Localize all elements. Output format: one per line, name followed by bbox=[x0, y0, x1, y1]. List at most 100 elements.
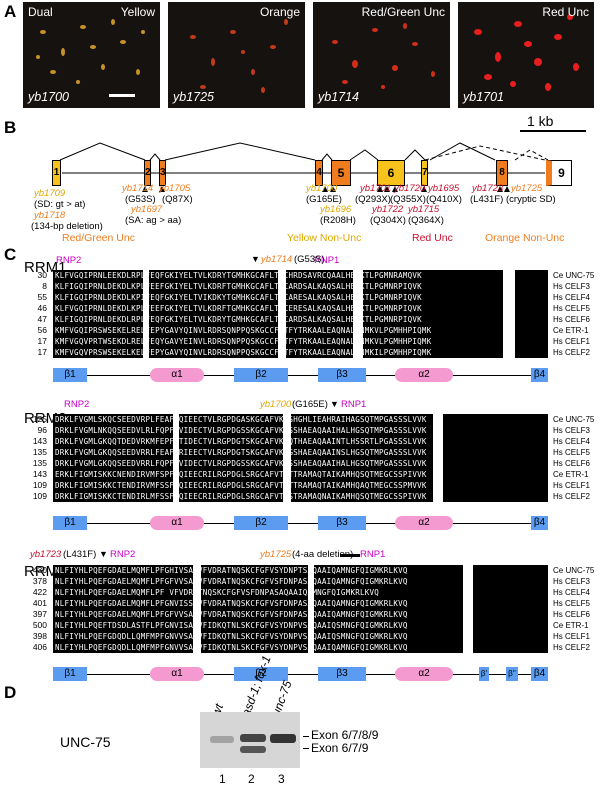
alignment-gap bbox=[193, 598, 201, 609]
sequence-block: KLFIGQIPRNLDEKDLKPLFEEFGKIYELTVLKDRFTGMH… bbox=[53, 281, 548, 292]
exon-5: 5 bbox=[331, 160, 351, 186]
alignment-gap bbox=[283, 447, 291, 458]
mutation-yb1695: yb1695 bbox=[428, 183, 460, 194]
rrm3-ss-line bbox=[53, 674, 548, 675]
mutation-yb1714-desc: (G53S) bbox=[125, 194, 156, 205]
sequence-text: KLFIGQIPRNLDEKDLKPIFEQFGKIYELTVIKDKYTGMH… bbox=[55, 293, 422, 302]
micrograph-label-orange: Orange bbox=[259, 5, 300, 19]
residue-number: 500 bbox=[32, 620, 47, 630]
alignment-gap bbox=[173, 491, 179, 502]
residue-number: 378 bbox=[32, 576, 47, 586]
mutation-yb1701: yb1701 bbox=[360, 183, 392, 194]
rrm1-mutation-marker: ▼ bbox=[251, 254, 260, 264]
panel-letter-d: D bbox=[4, 683, 17, 702]
sequence-block: DRKLFVGMLGKQQTDEDVRKMFEPFGTIDECTVLRGPDGT… bbox=[53, 436, 548, 447]
alignment-gap bbox=[173, 458, 179, 469]
rrm1-beta2: β2 bbox=[234, 368, 288, 382]
rrm1-alpha2: α2 bbox=[395, 368, 453, 382]
rrm1-rnp1-label: RNP1 bbox=[314, 255, 340, 266]
sequence-block: KLFVGQIPRNLEEKDLRPLFEQFGKIYELTVLKDRYTGMH… bbox=[53, 270, 548, 281]
alignment-row: 397 NLFIYHLPQEFGDAELMQMFLPFGFVVSAKVFVDRAT… bbox=[33, 609, 590, 620]
alignment-gap bbox=[503, 314, 515, 325]
band-label-line-lower bbox=[303, 748, 309, 749]
rrm3-deletion-bar bbox=[340, 554, 360, 557]
mutation-yb1715: yb1715 bbox=[408, 204, 440, 215]
sequence-text: ERKLFIGMISKKCNENDIRVMFSPFGQIEECRILRGPDGL… bbox=[55, 470, 427, 479]
mutation-yb1697: yb1697 bbox=[131, 204, 163, 215]
sequence-text: NLFIYHLPQEFGDQDLLQMFMPFGNVVSAKVFIDKQTNLS… bbox=[55, 632, 408, 641]
rrm1-mutation-change: (G53S) bbox=[294, 254, 325, 265]
rrm2-beta4: β4 bbox=[531, 516, 548, 530]
band-lane1-upper bbox=[210, 736, 234, 743]
rrm1-beta3: β3 bbox=[318, 368, 366, 382]
sequence-block: KLFIGQIPRNLDEKDLRPLFEQFGKIYELTVLKDRYTGMH… bbox=[53, 314, 548, 325]
mutation-yb1718: yb1718 bbox=[34, 210, 66, 221]
rrm1-alpha1: α1 bbox=[150, 368, 204, 382]
alignment-gap bbox=[143, 314, 149, 325]
alignment-gap bbox=[463, 642, 473, 653]
band-lane2-upper bbox=[240, 734, 266, 742]
alignment-gap bbox=[143, 325, 149, 336]
sequence-text: DRKLFIGMISKKCTENDIRVMFSSFGQIEECRILRGPDGL… bbox=[55, 481, 427, 490]
alignment-gap bbox=[308, 598, 314, 609]
sequence-text: KLFVGQIPRNLEEKDLRPLFEQFGKIYELTVLKDRYTGMH… bbox=[55, 271, 422, 280]
alignment-gap bbox=[308, 587, 314, 598]
micrograph-label-red-green-unc: Red/Green Unc bbox=[361, 5, 445, 19]
alignment-gap bbox=[173, 480, 179, 491]
rrm3-rnp1-label: RNP1 bbox=[360, 549, 386, 560]
species-label: Hs CELF5 bbox=[553, 599, 590, 608]
residue-number: 397 bbox=[32, 609, 47, 619]
sequence-text: NLFIYHLPQEFGDAELMQMFLPF VFVDRATNQSKCFGFV… bbox=[55, 588, 380, 597]
species-label: Hs CELF2 bbox=[553, 643, 590, 652]
alignment-gap bbox=[283, 480, 291, 491]
residue-number: 46 bbox=[37, 303, 47, 313]
exon-2: 2 bbox=[144, 160, 151, 186]
micrograph-label-red-unc: Red Unc bbox=[542, 5, 589, 19]
sequence-text: NLFIYHLPQEFGDAELMQMFLPFGFVVSAKVFVDRATNQS… bbox=[55, 610, 408, 619]
sequence-block: NLFIYHLPQEFGDQDLLQMFMPFGNVVSAKVFIDKQTNLS… bbox=[53, 642, 548, 653]
mutation-yb1720-desc: (Q355X) bbox=[390, 194, 426, 205]
species-label: Hs CELF5 bbox=[553, 448, 590, 457]
protein-label: UNC-75 bbox=[60, 734, 111, 750]
species-label: Hs CELF1 bbox=[553, 632, 590, 641]
species-label: Hs CELF1 bbox=[553, 481, 590, 490]
micrograph-strain-label: yb1714 bbox=[318, 90, 360, 104]
alignment-gap bbox=[463, 565, 473, 576]
rrm1-beta1: β1 bbox=[53, 368, 87, 382]
species-label: Hs CELF3 bbox=[553, 282, 590, 291]
mutation-yb1709-desc: (SD: gt > at) bbox=[34, 199, 86, 210]
micrograph-label-dual: Dual bbox=[28, 5, 53, 19]
alignment-gap bbox=[278, 336, 286, 347]
alignment-gap bbox=[193, 609, 201, 620]
residue-number: 135 bbox=[32, 447, 47, 457]
rrm3-mutation2-change: (4-aa deletion) bbox=[292, 549, 354, 560]
rrm3-alpha2: α2 bbox=[395, 667, 453, 681]
species-label: Ce UNC-75 bbox=[553, 271, 595, 280]
alignment-gap bbox=[193, 631, 201, 642]
alignment-gap bbox=[193, 587, 201, 598]
rrm3-alpha1: α1 bbox=[150, 667, 204, 681]
mutation-yb1715-desc: (Q364X) bbox=[408, 215, 444, 226]
micrograph-strain-label: yb1700 bbox=[28, 90, 70, 104]
rrm2-beta3: β3 bbox=[318, 516, 366, 530]
alignment-gap bbox=[353, 303, 363, 314]
mutation-yb1718-desc: (134-bp deletion) bbox=[31, 221, 103, 232]
residue-number: 125 bbox=[32, 414, 47, 424]
alignment-gap bbox=[143, 303, 149, 314]
mutation-yb1700: yb1700 bbox=[306, 183, 338, 194]
alignment-gap bbox=[503, 292, 515, 303]
sequence-block: DRKLFIGMISKKCTENDIRVMFSSFGQIEECRILRGPDGL… bbox=[53, 480, 548, 491]
lane-number-2: 2 bbox=[248, 772, 255, 786]
rrm2-mutation-name: yb1700 bbox=[260, 399, 292, 410]
rrm2-mutation-change: (G165E) bbox=[292, 399, 328, 410]
fluorescent-cells-image bbox=[474, 14, 579, 91]
rrm2-beta2: β2 bbox=[234, 516, 288, 530]
mutation-yb1723-desc: (L431F) bbox=[470, 194, 504, 205]
alignment-gap bbox=[143, 336, 149, 347]
residue-number: 56 bbox=[37, 325, 47, 335]
